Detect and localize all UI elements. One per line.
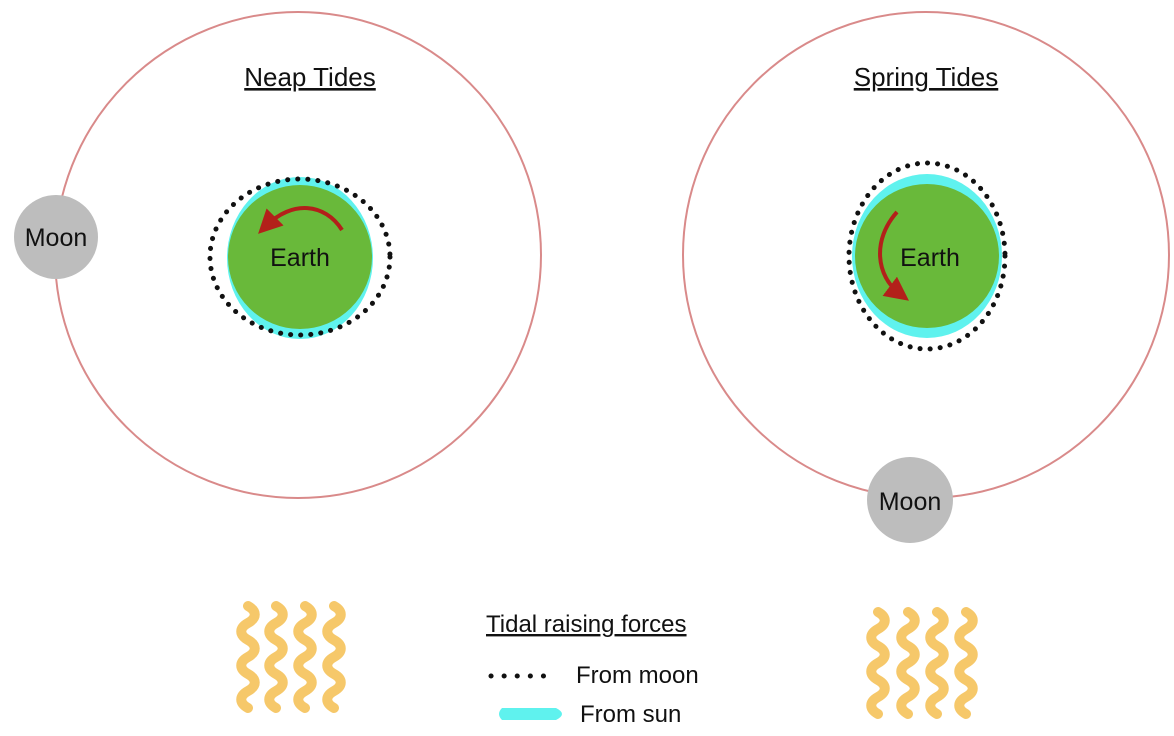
spring-moon-label: Moon	[879, 488, 942, 516]
neap-moon	[14, 195, 98, 279]
neap-moon-tidal-bulge	[207, 176, 393, 338]
spring-tides-panel: Spring Tides Earth Moon	[682, 11, 1170, 543]
sun-rays-icon-right	[871, 612, 973, 714]
neap-moon-label: Moon	[25, 224, 88, 252]
legend-sun-label: From sun	[580, 701, 681, 728]
legend-title: Tidal raising forces	[486, 611, 687, 638]
spring-earth-label: Earth	[900, 244, 960, 272]
neap-tides-panel: Neap Tides Earth Moon	[14, 11, 542, 499]
legend-sun-swatch	[499, 708, 562, 720]
sun-rays-icon-left	[241, 606, 341, 708]
neap-tides-title: Neap Tides	[244, 62, 376, 92]
legend-moon-label: From moon	[576, 662, 699, 689]
legend: Tidal raising forces From moon From sun	[486, 611, 699, 728]
neap-earth-label: Earth	[270, 244, 330, 272]
spring-tides-title: Spring Tides	[854, 62, 999, 92]
spring-rotation-arrow	[878, 210, 909, 301]
spring-moon-tidal-bulge	[846, 160, 1008, 352]
neap-rotation-arrow	[258, 206, 344, 234]
spring-moon	[867, 457, 953, 543]
